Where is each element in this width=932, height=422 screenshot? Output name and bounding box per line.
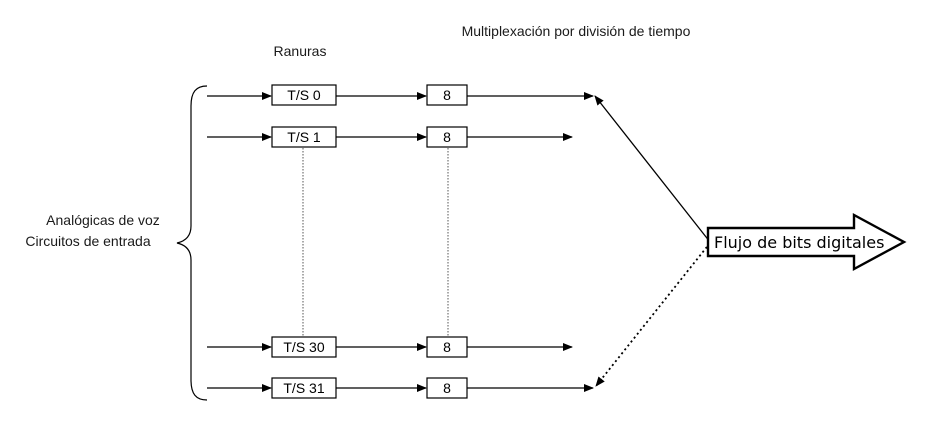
slot-label: T/S 0 (287, 87, 321, 103)
slot-label: T/S 30 (283, 339, 324, 355)
slots-header: Ranuras (274, 43, 327, 59)
input-label-line2: Circuitos de entrada (25, 233, 151, 249)
bits-label: 8 (443, 380, 451, 396)
input-brace (176, 85, 208, 401)
merge-arrow-bottom (595, 242, 711, 387)
slot-row-0: T/S 0 8 (207, 84, 594, 106)
input-label-line1: Analógicas de voz (46, 212, 160, 228)
bits-label: 8 (443, 129, 451, 145)
output-block-arrow (706, 212, 907, 272)
slot-row-3: T/S 31 8 (207, 377, 594, 399)
bits-label: 8 (443, 339, 451, 355)
bits-box (426, 84, 468, 106)
slot-box (271, 84, 337, 106)
slot-label: T/S 1 (287, 129, 321, 145)
bits-label: 8 (443, 87, 451, 103)
slot-label: T/S 31 (283, 380, 324, 396)
slot-row-1: T/S 1 8 (207, 126, 573, 148)
merge-arrow-top (594, 95, 711, 243)
diagram-title: Multiplexación por división de tiempo (462, 23, 691, 39)
output-label: Flujo de bits digitales (714, 233, 884, 252)
slot-row-2: T/S 30 8 (207, 336, 573, 358)
